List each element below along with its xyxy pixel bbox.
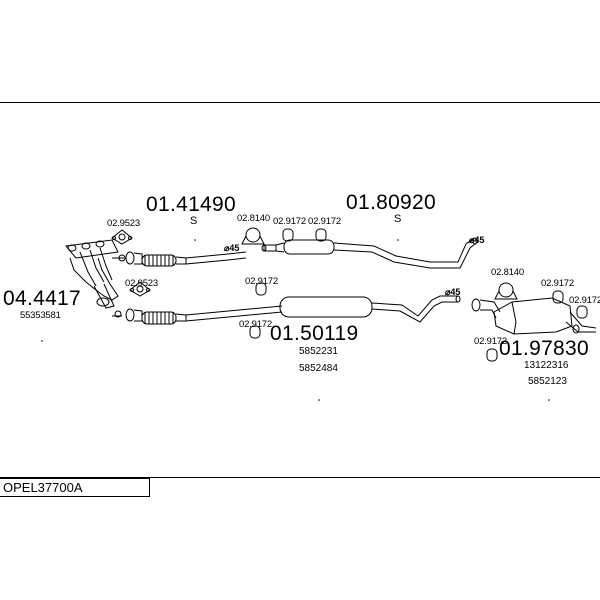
leader-dots [41, 239, 550, 401]
part-number-manifold[interactable]: 04.4417 [3, 287, 82, 310]
hanger-label-4[interactable]: 02.9172 [239, 319, 272, 330]
suffix-middle-pipe: S [394, 213, 402, 225]
hanger-label-7[interactable]: 02.9172 [474, 336, 507, 347]
part-number-middle-pipe[interactable]: 01.80920 [346, 191, 436, 214]
hanger-label-2[interactable]: 02.9172 [308, 216, 341, 227]
part-number-front-pipe[interactable]: 01.41490 [146, 193, 236, 216]
diameter-label-3: ⌀45 [445, 287, 461, 297]
gasket-label-lower[interactable]: 02.9523 [125, 278, 158, 289]
clamp-label-upper[interactable]: 02.8140 [237, 213, 270, 224]
upper-middle-silencer-drawing [261, 237, 478, 269]
part-number-rear-silencer[interactable]: 01.97830 [499, 337, 589, 360]
suffix-front-pipe: S [190, 215, 198, 227]
clamp-8140-rear-icon [494, 282, 518, 300]
clamp-8140-upper-icon [241, 227, 265, 245]
hanger-label-1[interactable]: 02.9172 [273, 216, 306, 227]
oem-ref-middle-silencer-1: 5852231 [299, 346, 338, 357]
oem-ref-manifold: 55353581 [20, 310, 61, 321]
rear-silencer-drawing [471, 297, 597, 335]
gasket-9523-lower-icon [129, 281, 151, 297]
upper-front-pipe-drawing [125, 251, 247, 267]
diameter-label-2: ⌀45 [469, 235, 485, 245]
gasket-9523-upper-icon [111, 229, 133, 245]
gasket-label-upper[interactable]: 02.9523 [107, 218, 140, 229]
hanger-rubber-icons [249, 228, 588, 362]
lower-front-pipe-drawing [112, 305, 283, 325]
lower-middle-silencer-drawing [279, 295, 461, 323]
part-number-middle-silencer[interactable]: 01.50119 [270, 322, 359, 345]
oem-ref-rear-silencer-1: 13122316 [524, 360, 569, 371]
diagram-code: OPEL37700A [0, 478, 150, 497]
hanger-label-6[interactable]: 02.9172 [569, 295, 600, 306]
diameter-label-1: ⌀45 [224, 243, 240, 253]
manifold-catalyst-drawing [65, 239, 126, 309]
oem-ref-middle-silencer-2: 5852484 [299, 363, 338, 374]
diagram-frame [0, 102, 600, 478]
oem-ref-rear-silencer-2: 5852123 [528, 376, 567, 387]
clamp-label-rear[interactable]: 02.8140 [491, 267, 524, 278]
hanger-label-5[interactable]: 02.9172 [541, 278, 574, 289]
hanger-label-3[interactable]: 02.9172 [245, 276, 278, 287]
